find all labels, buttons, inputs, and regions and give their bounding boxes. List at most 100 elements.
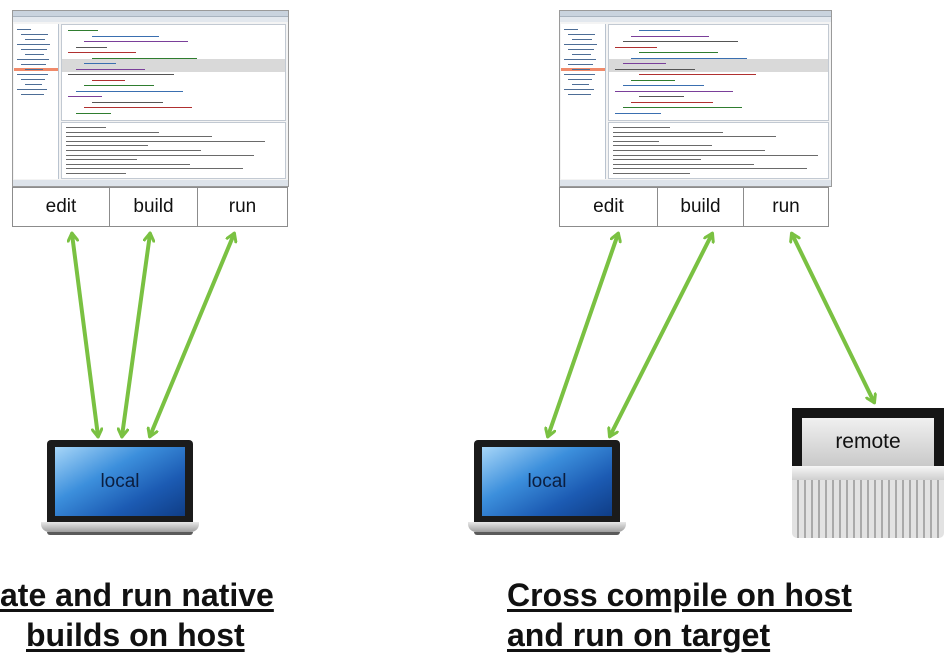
- tree-line: [564, 44, 597, 45]
- code-line: [623, 107, 742, 108]
- tree-line: [568, 79, 592, 80]
- ide-code-editor: [61, 24, 286, 121]
- arrow-right-edit-double-arrow-icon: [548, 234, 618, 436]
- arrow-left-edit-double-arrow-icon: [72, 234, 98, 436]
- code-line: [76, 90, 183, 92]
- tree-line: [21, 94, 44, 95]
- tree-line: [17, 29, 31, 30]
- caption-left-line-2: builds on host: [26, 617, 245, 653]
- console-line: [613, 163, 754, 165]
- caption-right-line-2: and run on target: [507, 617, 771, 653]
- console-line: [613, 173, 690, 174]
- code-line: [615, 112, 661, 114]
- ide-toolbar: [13, 17, 288, 22]
- ide-console: [608, 122, 829, 179]
- tree-line: [568, 94, 591, 95]
- console-line: [66, 140, 265, 142]
- code-line: [623, 41, 738, 42]
- action-tabs-right: edit build run: [559, 187, 829, 227]
- console-line: [613, 136, 776, 138]
- tree-line: [564, 59, 596, 60]
- ide-menubar: [13, 11, 288, 17]
- code-line: [623, 63, 666, 64]
- code-line: [84, 107, 192, 108]
- tree-line: [568, 64, 593, 65]
- ide-statusbar: [13, 180, 288, 186]
- ide-console: [61, 122, 286, 179]
- tab-build[interactable]: build: [657, 187, 744, 227]
- console-line: [66, 127, 106, 128]
- code-line: [639, 74, 756, 75]
- console-line: [66, 168, 243, 170]
- code-line: [639, 96, 684, 97]
- code-line: [92, 35, 159, 37]
- tree-line: [21, 34, 48, 35]
- console-line: [613, 154, 818, 156]
- arrow-right-build-double-arrow-icon: [610, 234, 712, 436]
- console-line: [613, 150, 765, 151]
- console-line: [613, 131, 723, 133]
- laptop-icon-right: local: [468, 440, 626, 536]
- code-line: [639, 52, 718, 53]
- code-line: [631, 79, 675, 81]
- tree-line: [17, 59, 49, 60]
- code-line: [68, 30, 98, 31]
- code-line: [68, 52, 136, 53]
- tree-line: [25, 39, 45, 40]
- tree-line: [572, 39, 592, 40]
- tree-line: [21, 64, 46, 65]
- code-line: [84, 63, 116, 64]
- ide-project-tree: [561, 24, 606, 179]
- code-line: [92, 101, 163, 103]
- console-line: [66, 173, 126, 174]
- console-line: [613, 145, 712, 147]
- tree-line: [17, 44, 50, 45]
- laptop-icon-left: local: [41, 440, 199, 536]
- console-line: [66, 159, 137, 161]
- code-line: [631, 101, 713, 103]
- tab-edit[interactable]: edit: [559, 187, 658, 227]
- ide-project-tree: [14, 24, 59, 179]
- tree-line: [564, 74, 595, 75]
- console-line: [66, 163, 190, 165]
- laptop-label: local: [527, 470, 567, 492]
- ide-statusbar: [560, 180, 831, 186]
- tree-line: [564, 29, 578, 30]
- code-line: [631, 35, 709, 37]
- code-line: [615, 90, 733, 92]
- tab-run[interactable]: run: [743, 187, 829, 227]
- tree-line: [572, 84, 589, 85]
- code-line: [84, 41, 188, 42]
- code-line: [76, 46, 107, 48]
- tree-line: [21, 79, 45, 80]
- ide-code-editor: [608, 24, 829, 121]
- arrow-right-run-double-arrow-icon: [792, 234, 874, 402]
- code-line: [92, 79, 125, 81]
- laptop-label: local: [100, 470, 140, 492]
- code-line: [631, 57, 747, 59]
- console-line: [66, 131, 159, 133]
- code-line: [615, 68, 695, 70]
- code-line: [615, 46, 657, 48]
- code-line: [639, 30, 680, 31]
- code-line: [92, 57, 197, 59]
- tree-line: [25, 84, 42, 85]
- console-line: [66, 136, 212, 138]
- caption-right-line-1: Cross compile on host: [507, 577, 852, 613]
- console-line: [613, 127, 670, 128]
- tree-line: [21, 49, 47, 50]
- code-line: [68, 96, 102, 97]
- tree-line: [25, 69, 43, 70]
- code-line: [623, 85, 704, 86]
- tree-line: [572, 69, 590, 70]
- code-line: [84, 85, 154, 86]
- server-icon: remote: [792, 408, 944, 538]
- tree-line: [568, 34, 595, 35]
- tab-build[interactable]: build: [109, 187, 198, 227]
- tab-run[interactable]: run: [197, 187, 288, 227]
- tree-line: [564, 89, 594, 90]
- ide-screenshot-right: [559, 10, 832, 187]
- ide-screenshot-left: [12, 10, 289, 187]
- ide-toolbar: [560, 17, 831, 22]
- ide-menubar: [560, 11, 831, 17]
